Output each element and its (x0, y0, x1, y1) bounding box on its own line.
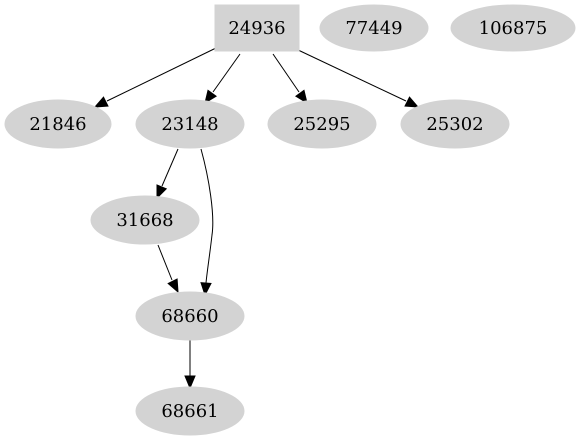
node-77449[interactable]: 77449 (319, 4, 429, 52)
edge-line (157, 244, 173, 281)
node-label: 25302 (426, 114, 483, 135)
edge-line (200, 148, 214, 284)
edge-24936-to-21846 (93, 47, 217, 108)
edge-24936-to-23148 (204, 53, 241, 105)
edge-24936-to-25295 (272, 53, 308, 105)
node-label: 31668 (116, 210, 173, 231)
arrowhead (156, 184, 168, 200)
edge-23148-to-68660 (200, 148, 214, 297)
arrowhead (167, 278, 179, 294)
node-label: 68661 (161, 401, 218, 422)
edge-line (212, 53, 241, 93)
node-ellipse (4, 99, 112, 149)
edge-68660-to-68661 (184, 340, 196, 390)
edge-line (295, 48, 407, 102)
node-box (214, 4, 300, 52)
arrowhead (184, 375, 196, 390)
edge-line (272, 53, 300, 93)
node-21846[interactable]: 21846 (4, 99, 112, 149)
nodes-layer: 24936 77449 106875 21846 23148 25295 25302 3166… (4, 4, 576, 436)
node-106875[interactable]: 106875 (450, 4, 576, 52)
arrowhead (404, 96, 420, 108)
node-25295[interactable]: 25295 (267, 99, 377, 149)
arrowhead (204, 89, 218, 105)
arrowhead (294, 89, 308, 105)
node-31668[interactable]: 31668 (90, 195, 200, 245)
node-ellipse (267, 99, 377, 149)
node-68660[interactable]: 68660 (135, 291, 245, 341)
node-ellipse (90, 195, 200, 245)
node-label: 77449 (345, 18, 402, 39)
node-23148[interactable]: 23148 (135, 99, 245, 149)
node-ellipse (135, 99, 245, 149)
edge-31668-to-68660 (157, 244, 179, 294)
node-ellipse (450, 4, 576, 52)
node-ellipse (135, 386, 245, 436)
node-label: 68660 (161, 306, 218, 327)
node-ellipse (319, 4, 429, 52)
edge-line (161, 148, 179, 187)
node-24936[interactable]: 24936 (214, 4, 300, 52)
node-label: 23148 (161, 114, 218, 135)
edge-line (106, 47, 217, 102)
node-label: 24936 (228, 18, 285, 39)
node-ellipse (400, 99, 510, 149)
node-label: 21846 (29, 114, 86, 135)
arrowhead (93, 96, 109, 108)
node-25302[interactable]: 25302 (400, 99, 510, 149)
edge-24936-to-25302 (295, 48, 420, 108)
node-label: 106875 (479, 18, 548, 39)
arrowhead (200, 282, 212, 297)
edge-23148-to-31668 (156, 148, 179, 200)
node-ellipse (135, 291, 245, 341)
node-68661[interactable]: 68661 (135, 386, 245, 436)
edges-layer (93, 47, 420, 390)
node-label: 25295 (293, 114, 350, 135)
